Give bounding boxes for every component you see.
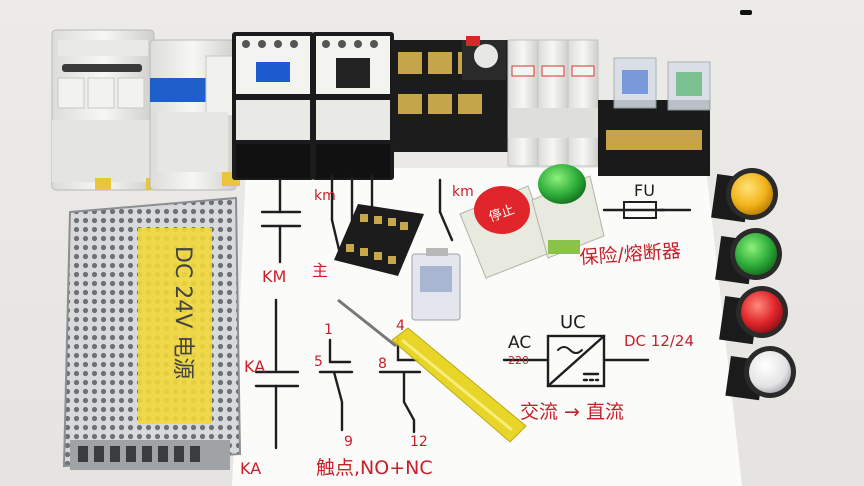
label-ac: AC <box>508 333 531 353</box>
mcb-3pole <box>51 29 162 191</box>
indicator-lamp-white <box>725 346 796 401</box>
indicator-lamp-yellow <box>711 168 778 223</box>
fuse-holders <box>507 39 599 167</box>
label-ac-voltage: 220 <box>508 354 529 367</box>
indicator-lamp-green <box>715 228 782 285</box>
label-fu: FU <box>634 181 655 200</box>
relay-socket-small <box>334 204 424 276</box>
label-pin-12: 12 <box>410 434 428 450</box>
label-pin-8: 8 <box>378 356 387 372</box>
label-dc: DC 12/24 <box>624 332 694 350</box>
push-button-green <box>531 164 605 259</box>
indicator-lamp-red <box>719 286 788 345</box>
contactor-2 <box>312 32 394 180</box>
test-screwdriver <box>337 298 527 443</box>
label-uc: UC <box>560 312 586 333</box>
relay-small <box>411 248 461 321</box>
thermal-overload-relay <box>392 36 510 152</box>
label-pin-9: 9 <box>344 434 353 450</box>
stray-object <box>740 10 752 15</box>
psu-label: DC 24V 电源 <box>170 246 195 379</box>
label-ka-left: KA <box>244 357 265 376</box>
label-pin-4: 4 <box>396 318 405 334</box>
power-supply: DC 24V 电源 <box>62 196 242 470</box>
label-main: 主 <box>312 261 328 280</box>
label-contacts: 触点,NO+NC <box>316 457 433 479</box>
label-pin-1: 1 <box>324 322 333 338</box>
label-ka-bottom: KA <box>240 459 261 478</box>
push-button-red: 停止 <box>459 185 553 279</box>
schematic-ink <box>254 174 692 450</box>
label-ac-to-dc: 交流 → 直流 <box>520 401 624 423</box>
contactor-1 <box>232 32 314 180</box>
label-km-top: km <box>314 188 336 204</box>
relay-with-socket <box>598 57 711 176</box>
label-km-right: km <box>452 184 474 200</box>
label-pin-5: 5 <box>314 354 323 370</box>
rcbo-breaker <box>149 39 240 191</box>
label-km-left: KM <box>262 267 286 286</box>
